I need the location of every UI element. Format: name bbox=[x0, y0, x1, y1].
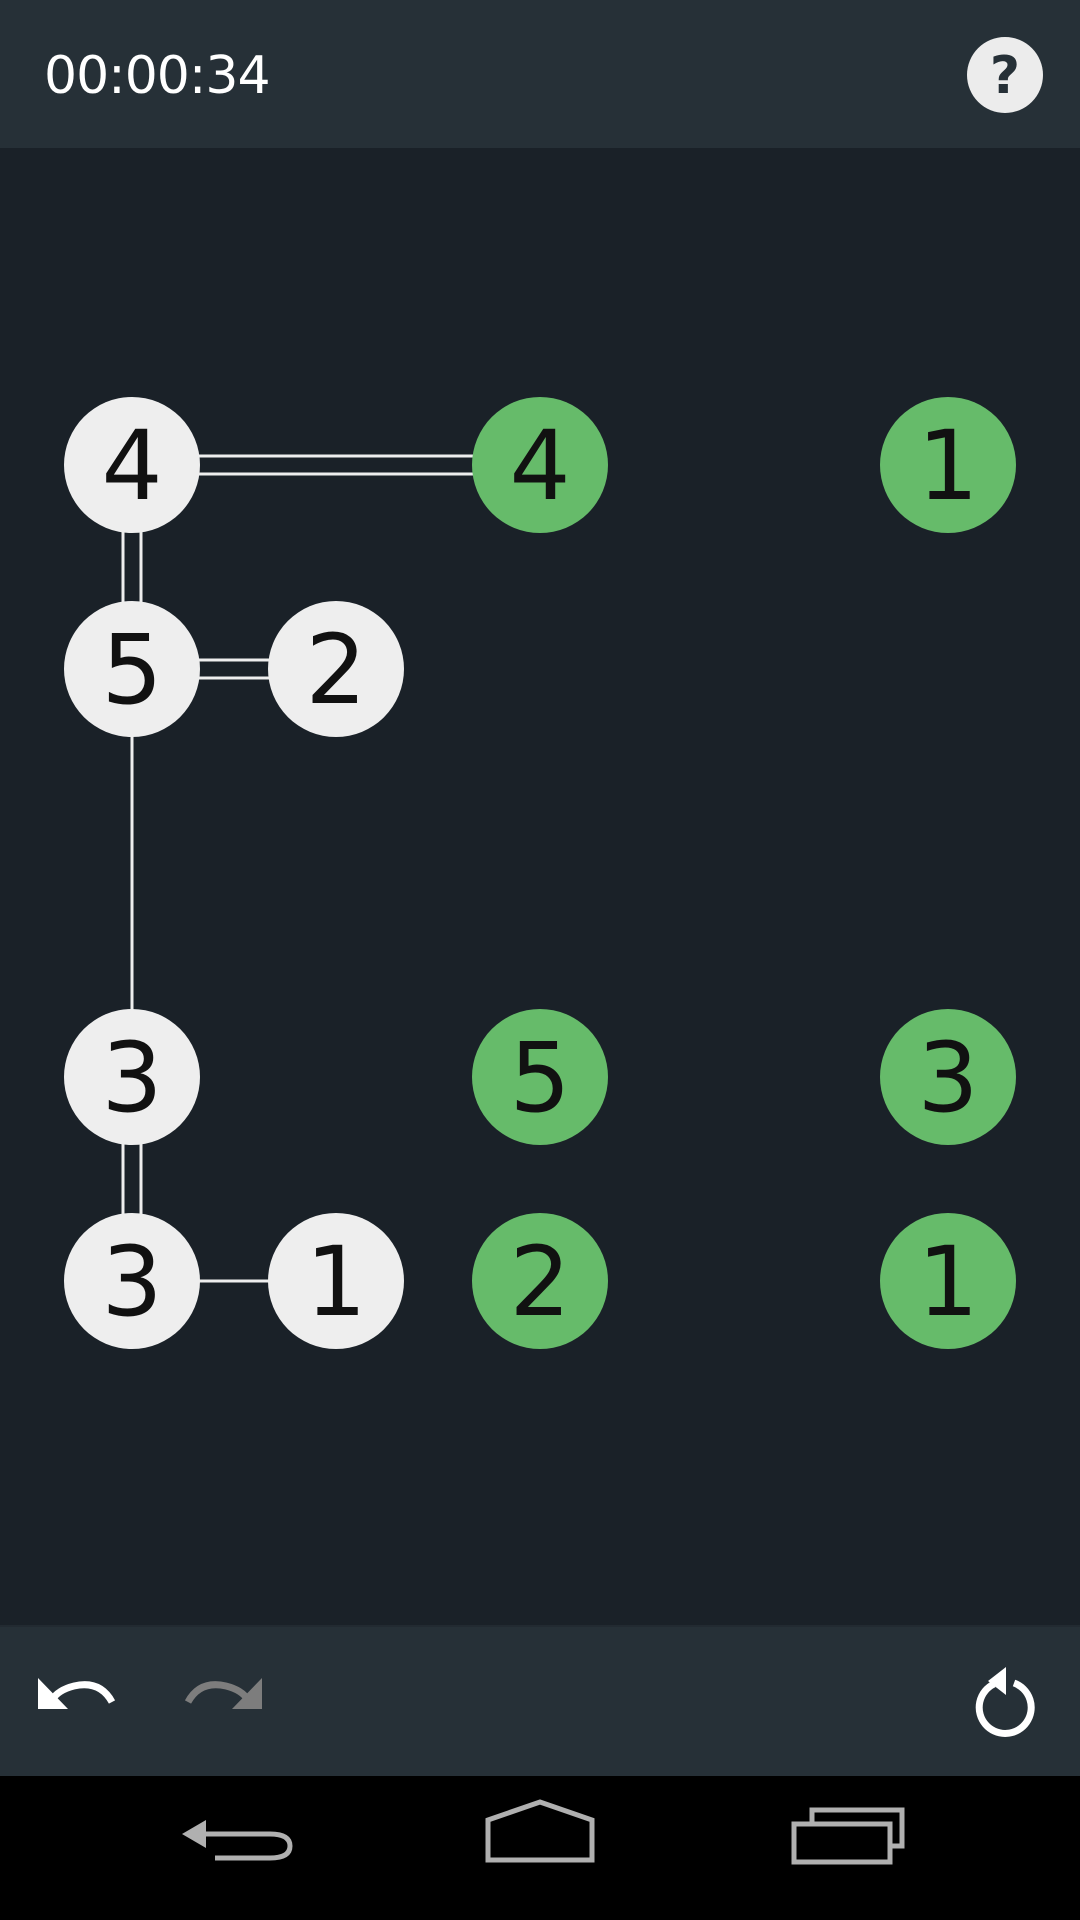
island-circle[interactable] bbox=[472, 1009, 608, 1145]
island-number: 3 bbox=[917, 1022, 978, 1134]
island-complete[interactable]: 3 bbox=[880, 1009, 1016, 1145]
undo-icon bbox=[38, 1678, 116, 1709]
nav-back-button[interactable] bbox=[170, 1798, 310, 1898]
island-number: 1 bbox=[917, 410, 978, 522]
island-circle[interactable] bbox=[268, 601, 404, 737]
island-circle[interactable] bbox=[268, 1213, 404, 1349]
island-number: 5 bbox=[509, 1022, 570, 1134]
island-number: 2 bbox=[305, 614, 366, 726]
help-button[interactable]: ? bbox=[967, 37, 1043, 113]
island-circle[interactable] bbox=[64, 1009, 200, 1145]
puzzle-board[interactable]: 4 4 1 5 2 3 5 3 3 1 2 1 bbox=[0, 150, 1080, 1625]
island-circle[interactable] bbox=[880, 1009, 1016, 1145]
system-navigation-bar bbox=[0, 1776, 1080, 1920]
island-circle[interactable] bbox=[64, 1213, 200, 1349]
island[interactable]: 3 bbox=[64, 1009, 200, 1145]
island-number: 2 bbox=[509, 1226, 570, 1338]
restart-button[interactable] bbox=[956, 1653, 1052, 1749]
island[interactable]: 1 bbox=[268, 1213, 404, 1349]
island[interactable]: 2 bbox=[268, 601, 404, 737]
question-mark-icon: ? bbox=[990, 46, 1020, 106]
island[interactable]: 5 bbox=[64, 601, 200, 737]
island-circle[interactable] bbox=[472, 1213, 608, 1349]
redo-icon bbox=[184, 1678, 262, 1709]
home-icon bbox=[485, 1799, 595, 1863]
island[interactable]: 4 bbox=[64, 397, 200, 533]
back-icon bbox=[182, 1820, 293, 1861]
island-number: 4 bbox=[101, 410, 162, 522]
nav-recents-button[interactable] bbox=[778, 1798, 918, 1898]
island-circle[interactable] bbox=[64, 601, 200, 737]
island-complete[interactable]: 1 bbox=[880, 1213, 1016, 1349]
island-number: 1 bbox=[917, 1226, 978, 1338]
island-complete[interactable]: 2 bbox=[472, 1213, 608, 1349]
top-bar: 00:00:34 ? bbox=[0, 0, 1080, 150]
redo-button[interactable] bbox=[178, 1654, 274, 1750]
restart-icon bbox=[975, 1667, 1035, 1737]
island-circle[interactable] bbox=[472, 397, 608, 533]
island-number: 1 bbox=[305, 1226, 366, 1338]
island-number: 3 bbox=[101, 1226, 162, 1338]
svg-text:?: ? bbox=[990, 46, 1020, 106]
island-number: 3 bbox=[101, 1022, 162, 1134]
island-circle[interactable] bbox=[880, 397, 1016, 533]
island[interactable]: 3 bbox=[64, 1213, 200, 1349]
island-complete[interactable]: 4 bbox=[472, 397, 608, 533]
island-circle[interactable] bbox=[64, 397, 200, 533]
bottom-toolbar bbox=[0, 1625, 1080, 1776]
island-complete[interactable]: 1 bbox=[880, 397, 1016, 533]
undo-button[interactable] bbox=[28, 1654, 124, 1750]
island-number: 5 bbox=[101, 614, 162, 726]
island-complete[interactable]: 5 bbox=[472, 1009, 608, 1145]
puzzle-grid[interactable]: 4 4 1 5 2 3 5 3 3 1 2 1 bbox=[0, 150, 1080, 1625]
elapsed-timer: 00:00:34 bbox=[44, 46, 271, 106]
island-circle[interactable] bbox=[880, 1213, 1016, 1349]
island-number: 4 bbox=[509, 410, 570, 522]
nav-home-button[interactable] bbox=[470, 1798, 610, 1898]
recent-apps-icon bbox=[791, 1807, 905, 1865]
